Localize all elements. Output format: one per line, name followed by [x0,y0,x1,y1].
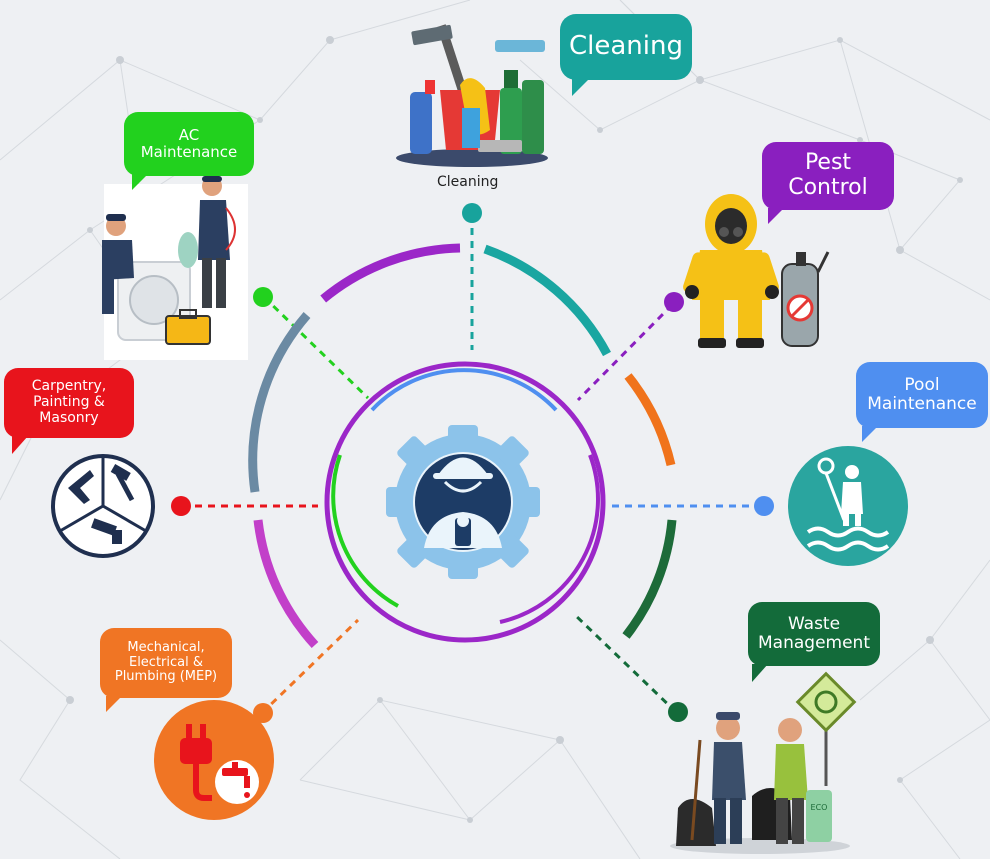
dot-pool [754,496,774,516]
caption-cleaning: Cleaning [437,174,499,190]
bubble-ac-tail [132,174,148,190]
outer-arc-slate [248,312,311,493]
outer-arc-purple [320,243,461,303]
ac-maintenance-workers-icon [102,176,248,360]
center-gear-worker-icon [386,425,540,579]
bubble-ac-line1: AC [178,126,200,145]
bubble-pool-tail [862,426,878,442]
outer-arc-green [622,519,677,639]
bubble-waste-line1: Waste [787,613,841,634]
dot-mep [253,703,273,723]
outer-arc-teal [483,244,611,357]
bubble-carpentry-line3: Masonry [39,409,99,426]
pest-control-worker-icon [683,194,830,348]
connector-ac [262,295,370,400]
waste-management-workers-icon: ECO [670,671,857,854]
connector-pest [576,303,674,402]
dot-carpentry [171,496,191,516]
inner-ring-purple [324,361,606,643]
outer-arc-orange [624,373,676,467]
bubble-carpentry-tail [12,436,28,454]
bubble-ac-maintenance: AC Maintenance [124,112,254,190]
bubble-carpentry-line2: Painting & [33,394,105,411]
mep-plug-tap-icon [154,700,274,820]
bubble-ac-line2: Maintenance [140,143,238,161]
bubble-cleaning: Cleaning [560,14,692,96]
cleaning-supplies-icon [396,24,548,167]
bubble-waste-line2: Management [758,633,870,653]
eco-badge-label: ECO [811,803,828,812]
bubble-carpentry-line1: Carpentry, [31,378,107,395]
inner-arc-green [331,454,399,608]
dot-cleaning [462,203,482,223]
bubble-waste-tail [752,664,768,682]
bubble-mep: Mechanical, Electrical & Plumbing (MEP) [100,628,232,712]
pool-maintenance-icon [788,446,908,566]
bubble-cleaning-label: Cleaning [569,31,683,62]
connector-waste [573,613,678,714]
bubble-mep-line3: Plumbing (MEP) [114,669,218,685]
carpentry-tools-icon [51,454,155,558]
bubble-pest-control: Pest Control [762,142,894,224]
bubble-carpentry: Carpentry, Painting & Masonry [4,368,134,454]
dot-waste [668,702,688,722]
inner-arc-magenta [499,454,600,624]
dot-ac [253,287,273,307]
bubble-mep-line2: Electrical & [128,654,204,670]
bubble-pool-maintenance: Pool Maintenance [856,362,988,442]
bubble-pool-line2: Maintenance [867,394,977,414]
bubble-pool-line1: Pool [904,374,940,395]
dot-pest [664,292,684,312]
connector-mep [260,618,360,715]
bubble-mep-tail [106,696,122,712]
bubble-pest-line1: Pest [804,150,852,176]
bubble-pest-tail [768,208,784,224]
bubble-cleaning-tail [572,78,590,96]
inner-arc-blue [370,368,558,412]
bubble-mep-line1: Mechanical, [127,640,205,656]
bubble-waste-management: Waste Management [748,602,880,682]
bubble-pest-line2: Control [788,175,868,200]
outer-arc-magenta [253,519,319,649]
